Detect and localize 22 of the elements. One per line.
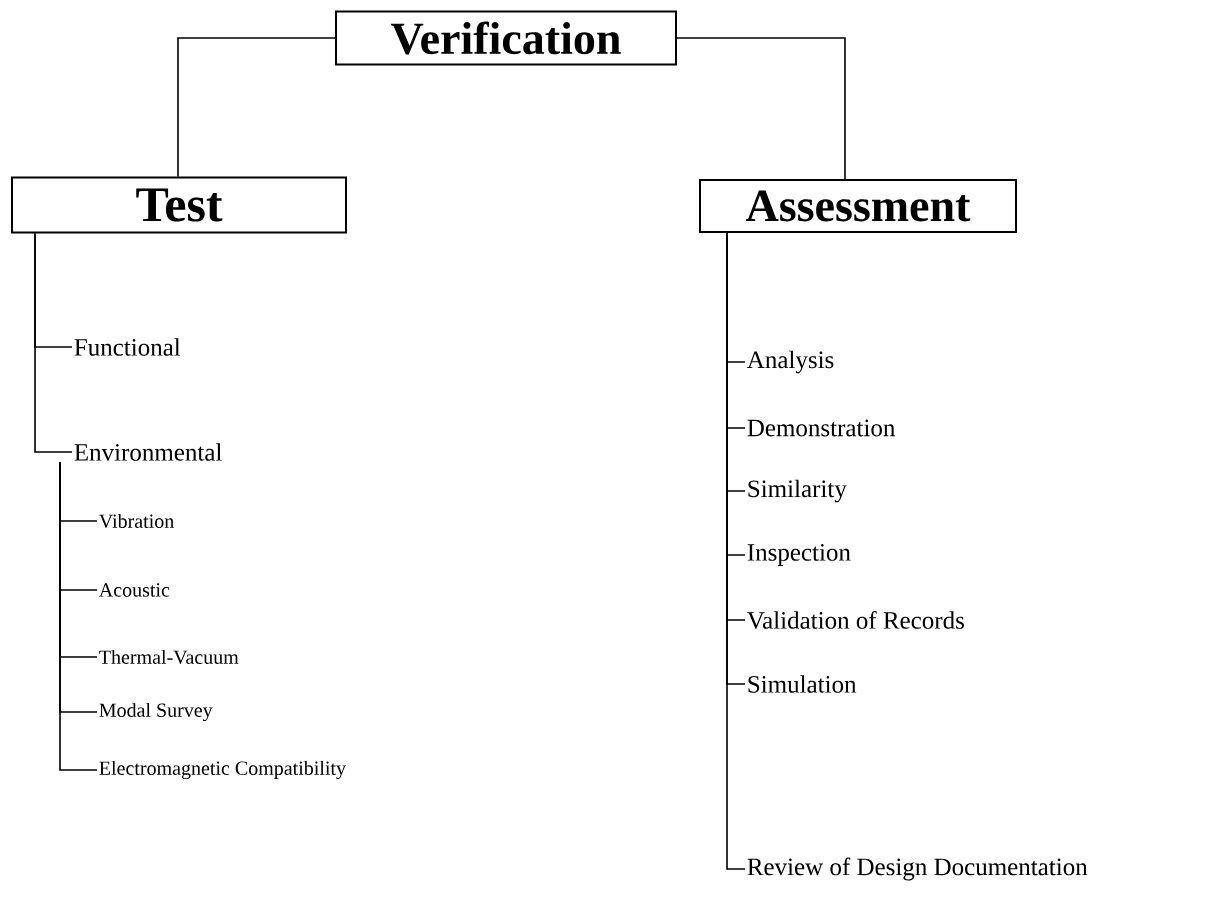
item-label: Simulation bbox=[748, 675, 857, 693]
item-label: Validation of Records bbox=[747, 611, 964, 629]
connector-line bbox=[726, 232, 746, 870]
category-box: Test bbox=[11, 176, 347, 234]
item-label: Modal Survey bbox=[99, 702, 213, 722]
category-box: Assessment bbox=[699, 179, 1017, 233]
item-label: Functional bbox=[74, 338, 181, 356]
item-label: Review of Design Documentation bbox=[747, 857, 1088, 881]
item-label: Analysis bbox=[747, 350, 834, 374]
item-label: Vibration bbox=[99, 513, 174, 529]
category-box: Verification bbox=[335, 10, 677, 66]
item-label: Environmental bbox=[74, 443, 222, 461]
item-label: Acoustic bbox=[99, 583, 170, 597]
item-label: Electromagnetic Compatibility bbox=[99, 760, 346, 780]
item-label: Similarity bbox=[748, 479, 847, 503]
item-label: Demonstration bbox=[747, 419, 896, 437]
connector-line bbox=[676, 37, 846, 180]
item-label: Thermal-Vacuum bbox=[99, 649, 239, 665]
connector-line bbox=[59, 461, 98, 771]
item-label: Inspection bbox=[747, 544, 851, 566]
connector-line bbox=[34, 232, 73, 453]
connector-line bbox=[177, 37, 336, 178]
